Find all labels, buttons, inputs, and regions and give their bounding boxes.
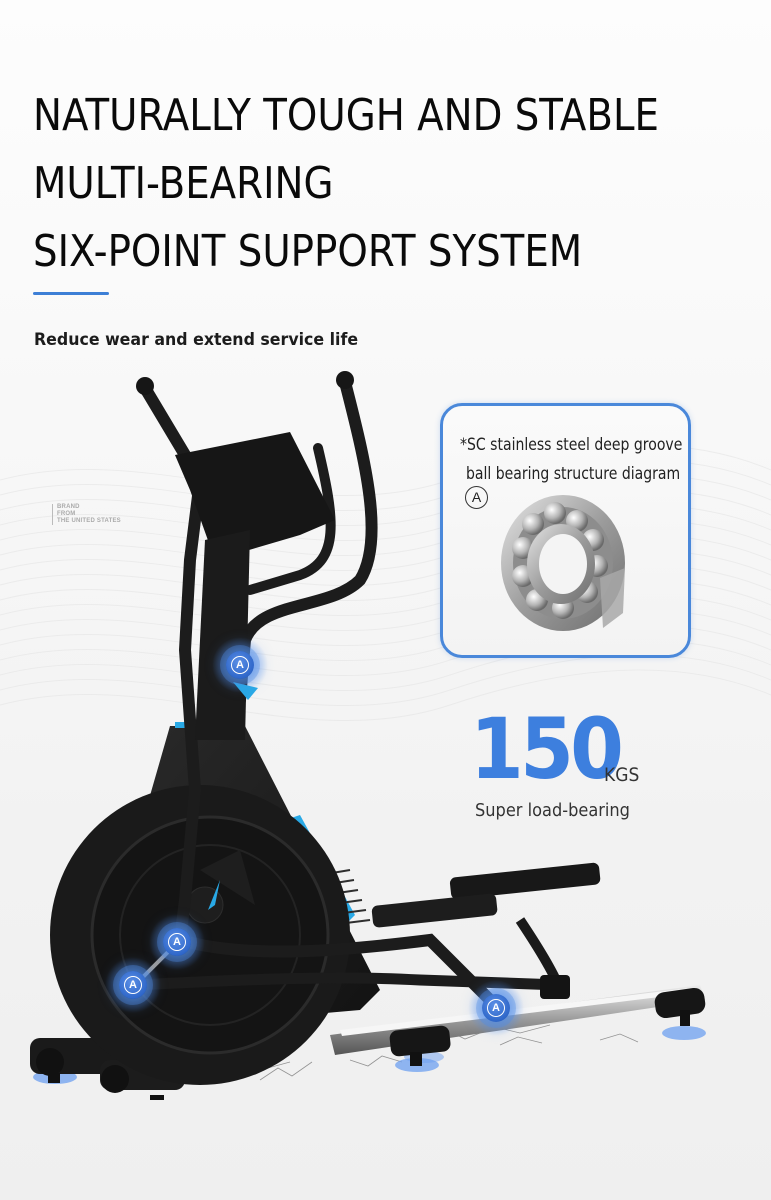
heading-accent-bar: [33, 292, 109, 295]
elliptical-trainer-illustration: [30, 371, 706, 1100]
callout-description: *SC stainless steel deep groove ball bea…: [460, 435, 683, 483]
load-capacity-unit: KGS: [604, 764, 640, 786]
bearing-marker-crank-lower: A: [119, 971, 147, 999]
bearing-marker-crank-upper: A: [163, 928, 191, 956]
ball-bearing-icon: [501, 495, 625, 631]
subtitle: Reduce wear and extend service life: [34, 330, 359, 350]
load-capacity-label: Super load-bearing: [475, 800, 630, 821]
load-capacity-stat: 150 KGS Super load-bearing: [470, 700, 639, 821]
load-capacity-value: 150: [470, 700, 624, 798]
callout-marker-a: A: [465, 486, 488, 509]
brand-origin-mark: BRAND FROM THE UNITED STATES: [52, 504, 121, 525]
heading-line-3: SIX-POINT SUPPORT SYSTEM: [33, 226, 583, 277]
heading-line-2: MULTI-BEARING: [33, 158, 334, 209]
heading-line-1: NATURALLY TOUGH AND STABLE: [33, 90, 660, 141]
bearing-diagram-callout: *SC stainless steel deep groove ball bea…: [440, 403, 691, 658]
page-heading: NATURALLY TOUGH AND STABLE MULTI-BEARING…: [33, 82, 744, 286]
bearing-marker-handlebar: A: [226, 651, 254, 679]
bearing-marker-rail-roller: A: [482, 994, 510, 1022]
